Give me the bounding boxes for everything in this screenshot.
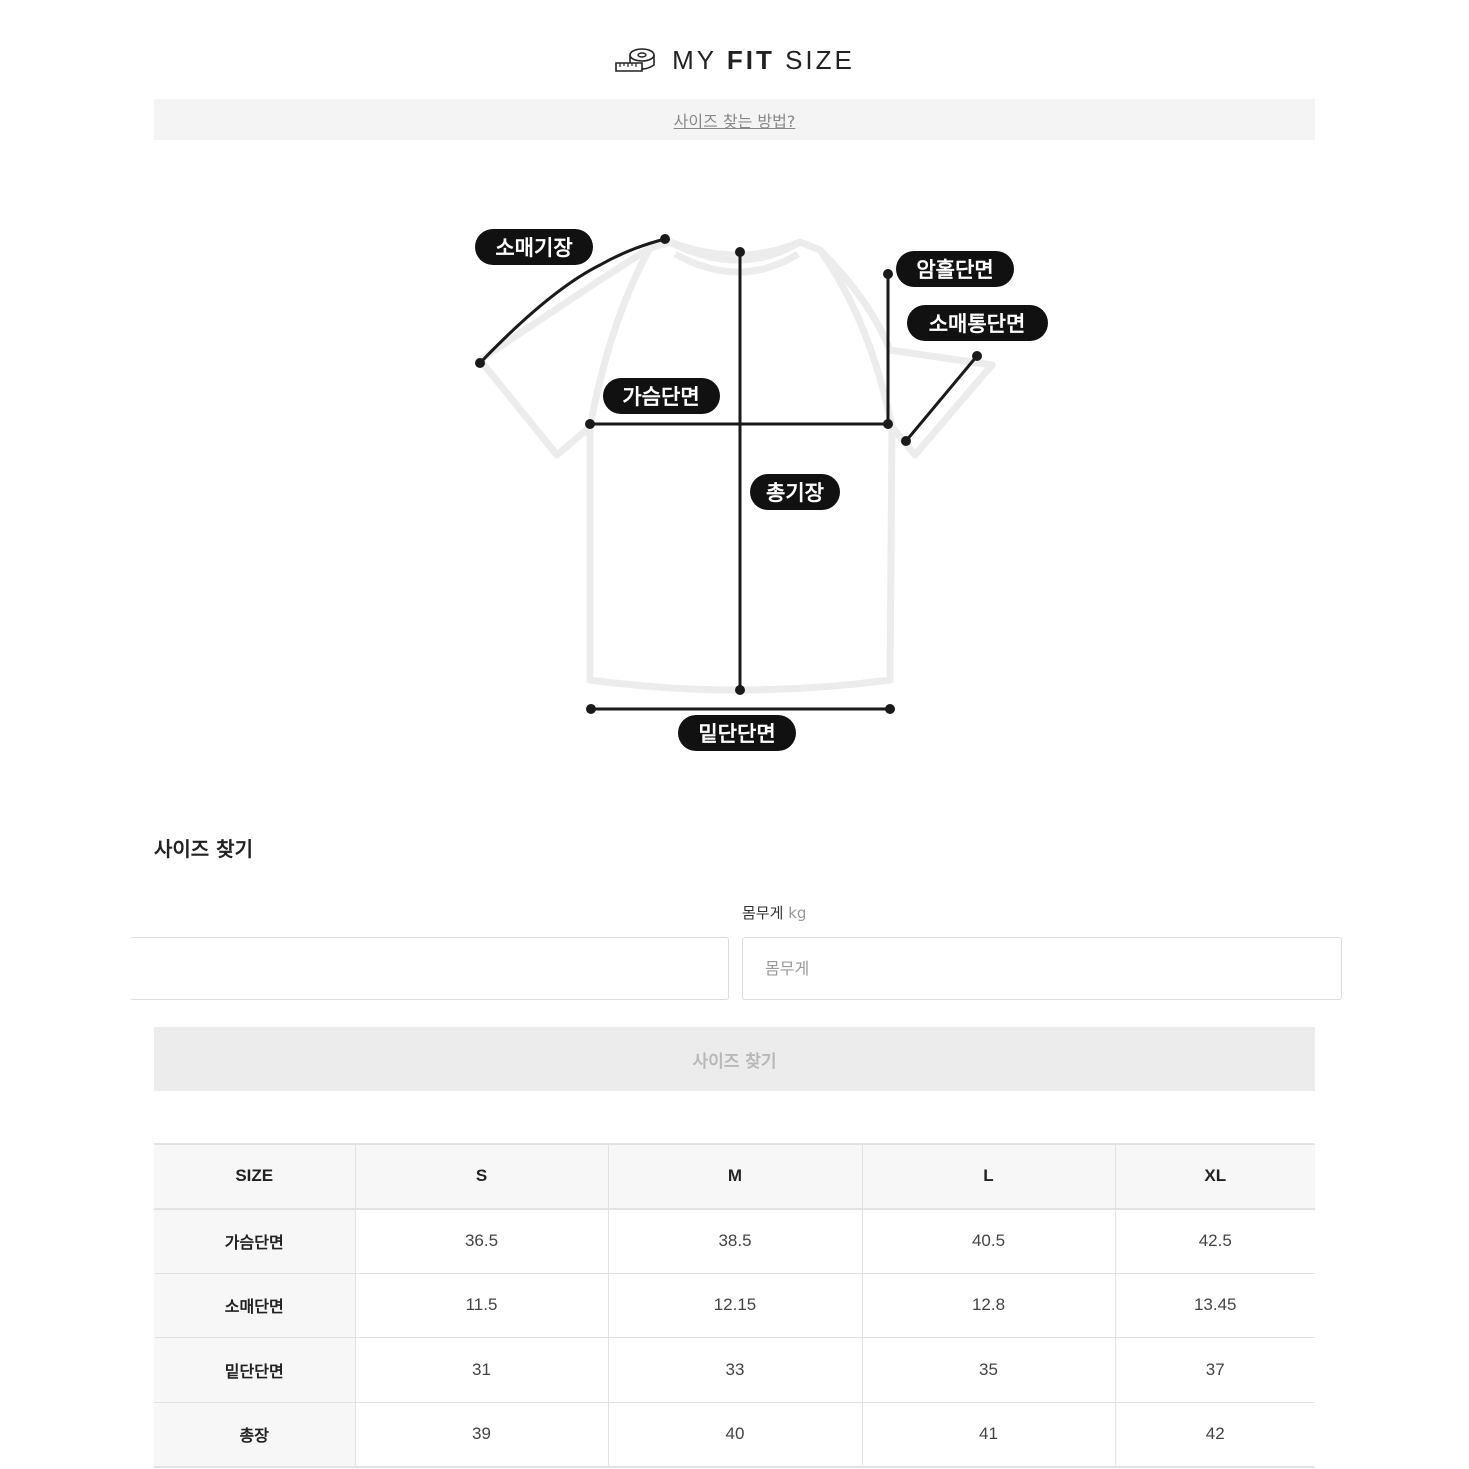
table-cell: 40.5 xyxy=(861,1208,1115,1274)
guide-dots xyxy=(475,234,982,714)
table-cell: 12.8 xyxy=(861,1272,1115,1338)
weight-label: 몸무게 kg xyxy=(742,902,806,923)
height-field-box xyxy=(130,937,729,1000)
weight-unit: kg xyxy=(788,904,807,922)
table-cell: 37 xyxy=(1114,1337,1315,1403)
measurement-diagram: 소매기장 암홀단면 소매통단면 가슴단면 총기장 밑단단면 xyxy=(440,180,1060,780)
table-cell: 11.5 xyxy=(354,1272,608,1338)
howto-bar: 사이즈 찾는 방법? xyxy=(154,99,1315,140)
table-cell: 33 xyxy=(607,1337,862,1403)
label-chest: 가슴단면 xyxy=(603,378,720,414)
table-row: 가슴단면 36.5 38.5 40.5 42.5 xyxy=(154,1207,1315,1274)
weight-field-box xyxy=(742,937,1342,1000)
find-size-title: 사이즈 찾기 xyxy=(154,837,253,861)
header: MY FIT SIZE xyxy=(0,38,1469,82)
tshirt-outline xyxy=(476,238,996,694)
table-cell: 41 xyxy=(861,1401,1115,1468)
size-table-header-row: SIZE S M L XL xyxy=(154,1143,1315,1210)
size-column-header: XL xyxy=(1114,1143,1315,1210)
table-row: 밑단단면 31 33 35 37 xyxy=(154,1337,1315,1403)
howto-link[interactable]: 사이즈 찾는 방법? xyxy=(673,111,796,131)
label-armhole: 암홀단면 xyxy=(896,251,1014,287)
size-column-header: L xyxy=(861,1143,1115,1210)
tape-measure-icon xyxy=(615,48,655,72)
brand-prefix: MY xyxy=(672,44,717,75)
table-cell: 42.5 xyxy=(1114,1208,1315,1274)
weight-input[interactable] xyxy=(743,938,1341,999)
table-row: 총장 39 40 41 42 xyxy=(154,1401,1315,1468)
label-total-length-text: 총기장 xyxy=(766,481,824,505)
label-sleeve-width-text: 소매통단면 xyxy=(929,312,1026,336)
brand-bold: FIT xyxy=(726,44,775,75)
table-cell: 40 xyxy=(607,1401,862,1468)
guide-lines xyxy=(478,237,979,711)
label-chest-text: 가슴단면 xyxy=(622,385,699,409)
label-armhole-text: 암홀단면 xyxy=(916,258,993,282)
size-table: SIZE S M L XL 가슴단면 36.5 38.5 40.5 42.5 소… xyxy=(154,1143,1315,1468)
table-cell: 13.45 xyxy=(1114,1272,1315,1338)
tshirt-diagram: 소매기장 암홀단면 소매통단면 가슴단면 총기장 밑단단면 xyxy=(475,229,1048,751)
row-label: 가슴단면 xyxy=(154,1207,355,1274)
size-column-header: S xyxy=(354,1143,608,1210)
brand-suffix: SIZE xyxy=(785,44,855,75)
label-sleeve-length-text: 소매기장 xyxy=(495,236,572,260)
find-size-button[interactable]: 사이즈 찾기 xyxy=(154,1027,1315,1091)
table-cell: 36.5 xyxy=(354,1208,608,1274)
size-table-corner: SIZE xyxy=(154,1143,355,1210)
brand-logo: MY FIT SIZE xyxy=(614,45,855,76)
label-total-length: 총기장 xyxy=(750,474,840,510)
brand-wordmark: MY FIT SIZE xyxy=(672,45,855,76)
table-cell: 12.15 xyxy=(607,1272,862,1338)
label-sleeve-length: 소매기장 xyxy=(475,229,593,265)
table-cell: 39 xyxy=(354,1401,608,1468)
size-column-header: M xyxy=(607,1143,862,1210)
height-input[interactable] xyxy=(130,938,728,999)
label-hem: 밑단단면 xyxy=(678,715,796,751)
row-label: 밑단단면 xyxy=(154,1337,355,1403)
row-label: 소매단면 xyxy=(154,1272,355,1338)
label-hem-text: 밑단단면 xyxy=(698,722,775,746)
table-row: 소매단면 11.5 12.15 12.8 13.45 xyxy=(154,1272,1315,1338)
weight-label-text: 몸무게 xyxy=(742,904,784,922)
table-cell: 42 xyxy=(1114,1401,1315,1468)
table-cell: 31 xyxy=(354,1337,608,1403)
row-label: 총장 xyxy=(154,1401,355,1468)
label-sleeve-width: 소매통단면 xyxy=(907,305,1048,341)
size-table-wrapper: SIZE S M L XL 가슴단면 36.5 38.5 40.5 42.5 소… xyxy=(154,1143,1315,1468)
table-cell: 38.5 xyxy=(607,1208,862,1274)
table-cell: 35 xyxy=(861,1337,1115,1403)
